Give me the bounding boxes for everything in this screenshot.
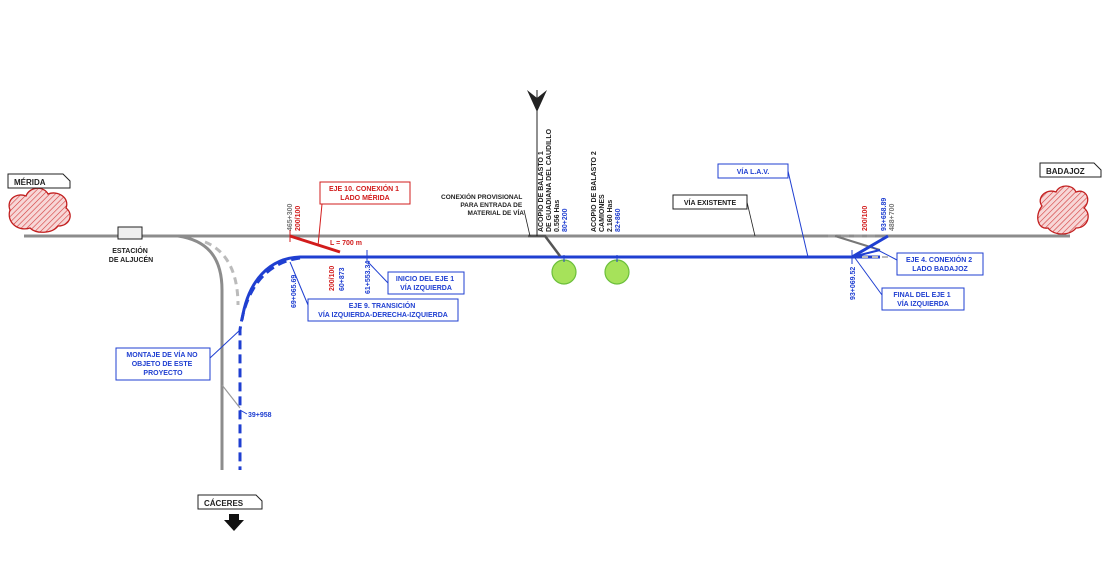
- final-line2: VÍA IZQUIERDA: [897, 299, 949, 308]
- conexion-line3: MATERIAL DE VÍA: [468, 208, 525, 217]
- eje9-box: [307, 298, 459, 322]
- length-label: L = 700 m: [330, 240, 362, 247]
- pk-60: 60+873: [339, 267, 346, 291]
- svg-text:INICIO DEL EJE 1 VÍA IZQUI: INICIO DEL EJE 1 VÍA IZQUIERDA: [396, 276, 456, 292]
- eje10-line2: LADO MÉRIDA: [340, 193, 389, 202]
- acopio1-pk: 80+200: [562, 208, 569, 232]
- merida-text: MÉRIDA: [14, 178, 46, 187]
- via-lav-text: VÍA L.A.V.: [737, 167, 770, 176]
- pk-200-100-c: 200/100: [862, 206, 869, 231]
- eje10-box: [319, 181, 411, 205]
- station-box: [117, 226, 143, 240]
- pk-465: 465+300: [287, 203, 294, 231]
- inicio-line2: VÍA IZQUIERDA: [400, 283, 452, 292]
- pk-488: 488+700: [889, 203, 896, 231]
- final-eje1-box: [881, 287, 965, 311]
- badajoz-label: [1039, 162, 1102, 178]
- svg-text:MONTAJE DE VÍA NO OBJETO D: MONTAJE DE VÍA NO OBJETO DE ESTE PROYECT…: [126, 350, 199, 377]
- eje4-line2: LADO BADAJOZ: [912, 266, 968, 273]
- pk-69: 69+065.69: [291, 275, 298, 308]
- montaje-line2: OBJETO DE ESTE: [132, 361, 193, 368]
- svg-text:ESTACIÓN DE ALJUCÉN: ESTACIÓN DE ALJUCÉN: [109, 246, 153, 264]
- station-line2: DE ALJUCÉN: [109, 255, 153, 264]
- svg-text:EJE 4. CONEXIÓN 2 LADO BAD: EJE 4. CONEXIÓN 2 LADO BADAJOZ: [906, 255, 974, 273]
- pk-93-52: 93+069.52: [850, 267, 857, 300]
- stockpile-1: [551, 259, 577, 285]
- eje9-line2: VÍA IZQUIERDA-DERECHA-IZQUIERDA: [318, 310, 448, 319]
- north-arrow-icon: [527, 90, 547, 236]
- inicio-line1: INICIO DEL EJE 1: [396, 276, 454, 283]
- svg-text:FINAL DEL EJE 1 VÍA IZQUIE: FINAL DEL EJE 1 VÍA IZQUIERDA: [893, 292, 952, 308]
- acopio2-line3: 2.160 Has: [607, 200, 614, 232]
- stockpile-2: [604, 259, 630, 285]
- badajoz-city-shape: [1037, 185, 1089, 235]
- pk-200-100-b: 200/100: [329, 266, 336, 291]
- acopio2-line1: ACOPIO DE BALASTO 2: [591, 151, 598, 232]
- acopio1-line3: 0.556 Has: [554, 200, 561, 232]
- caceres-arrow-icon: [224, 514, 244, 531]
- grey-dashed-link: [204, 240, 240, 306]
- acopio2-pk: 82+860: [615, 208, 622, 232]
- provisional-connection: [528, 234, 561, 257]
- eje4-line1: EJE 4. CONEXIÓN 2: [906, 255, 972, 264]
- merida-city-shape: [8, 187, 71, 233]
- svg-text:EJE 10. CONEXIÓN 1 LADO MÉ: EJE 10. CONEXIÓN 1 LADO MÉRIDA: [329, 184, 401, 202]
- station-line1: ESTACIÓN: [112, 246, 148, 255]
- montaje-dashed: [238, 256, 301, 470]
- acopio2-line2: CAMIONES: [599, 194, 606, 232]
- via-existente-text: VÍA EXISTENTE: [684, 198, 737, 207]
- acopio1-line2: DE GUADIANA DEL CAUDILLO: [546, 128, 553, 232]
- conexion-line1: CONEXIÓN PROVISIONAL: [441, 192, 522, 201]
- eje10-connection-red: [289, 234, 341, 254]
- caceres-label: [197, 494, 263, 510]
- final-line1: FINAL DEL EJE 1: [893, 292, 950, 299]
- caceres-existing-branch: [177, 234, 224, 470]
- svg-text:CONEXIÓN PROVISIONAL PARA: CONEXIÓN PROVISIONAL PARA ENTRADA DE MAT…: [441, 192, 524, 217]
- conexion-line2: PARA ENTRADA DE: [460, 202, 523, 209]
- pk-200-100-a: 200/100: [295, 206, 302, 231]
- pk-61: 61+553.34: [365, 261, 372, 294]
- montaje-box: [115, 347, 211, 381]
- eje4-box: [896, 252, 984, 276]
- acopio1-line1: ACOPIO DE BALASTO 1: [538, 151, 545, 232]
- pk-93-89: 93+658.89: [881, 198, 888, 231]
- eje10-line1: EJE 10. CONEXIÓN 1: [329, 184, 399, 193]
- caceres-text: CÁCERES: [204, 499, 244, 508]
- svg-text:EJE 9. TRANSICIÓN VÍA IZQU: EJE 9. TRANSICIÓN VÍA IZQUIERDA-DERECHA-…: [318, 301, 448, 319]
- merida-label: [7, 173, 71, 189]
- montaje-line1: MONTAJE DE VÍA NO: [126, 350, 198, 359]
- badajoz-text: BADAJOZ: [1046, 167, 1085, 176]
- pk-39: 39+958: [248, 412, 272, 419]
- eje9-line1: EJE 9. TRANSICIÓN: [349, 301, 416, 310]
- montaje-line3: PROYECTO: [143, 370, 183, 377]
